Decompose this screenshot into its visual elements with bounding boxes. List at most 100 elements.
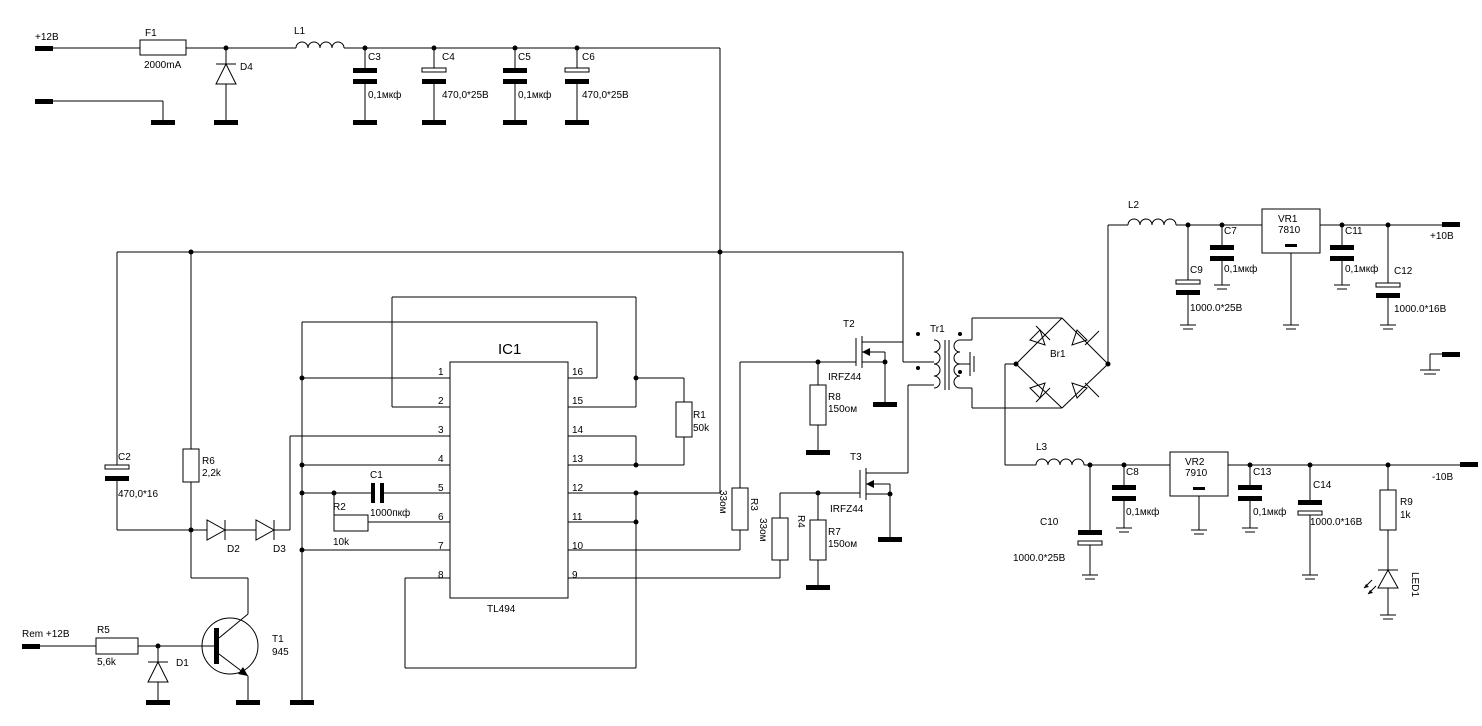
pin-4: 4 [438,454,444,465]
label-d3: D3 [273,544,286,555]
label-l1: L1 [294,26,306,37]
label-led1: LED1 [1409,572,1420,597]
diode-d4 [215,62,237,85]
label-c9: C9 [1190,265,1203,276]
resistor-r8 [809,384,827,426]
label-f1-val: 2000mA [144,60,182,71]
pin-6: 6 [438,512,444,523]
label-r3: R3 [748,498,759,511]
label-minus10: -10В [1432,472,1453,483]
label-rem: Rem +12В [22,629,70,640]
resistor-r7 [809,519,827,561]
capacitor-c1 [371,483,375,503]
capacitor-c5 [503,68,527,73]
label-c1: C1 [370,470,383,481]
label-r8-val: 150ом [828,404,857,415]
resistor-r9 [1379,489,1397,531]
pin-15: 15 [572,396,584,407]
capacitor-c12 [1375,282,1401,288]
label-r2-val: 10k [333,537,350,548]
diode-d1 [147,660,169,683]
ground-t2 [873,402,897,407]
label-vr1-type: 7810 [1278,225,1301,236]
label-r1: R1 [693,410,706,421]
capacitor-c14 [1298,500,1322,505]
diode-d3 [255,519,276,541]
label-c3-val: 0,1мкф [368,89,401,101]
label-c8: C8 [1126,467,1139,478]
label-c2-val: 470,0*16 [118,489,158,500]
label-c14: C14 [1313,480,1332,491]
capacitor-c11 [1330,245,1354,250]
label-r1-val: 50k [693,423,710,434]
label-c9-val: 1000.0*25В [1190,303,1243,314]
inductor-l3 [1035,458,1085,466]
label-r3-val: 33ом [717,490,728,514]
pin-3: 3 [438,425,444,436]
pin-7: 7 [438,541,444,552]
label-t3: T3 [850,452,862,463]
label-c11-val: 0,1мкф [1345,263,1378,275]
label-c4: C4 [442,52,455,63]
label-c10-val: 1000.0*25В [1013,553,1066,564]
label-c8-val: 0,1мкф [1126,506,1159,518]
label-tr1: Tr1 [930,324,945,335]
positive-output-section: L2 C9 1000.0*25В C7 0,1мкф VR1 7810 [1108,200,1460,375]
label-r4-val: 33ом [757,518,768,542]
label-c12: C12 [1394,266,1413,277]
pin-8: 8 [438,570,444,581]
terminal-rem [22,644,40,649]
pin-1: 1 [438,367,444,378]
pin-12: 12 [572,483,584,494]
capacitor-c7 [1210,245,1234,250]
label-c7-val: 0,1мкф [1224,263,1257,275]
label-r6: R6 [202,456,215,467]
pin-16: 16 [572,367,584,378]
label-c11: C11 [1345,226,1363,237]
label-d4: D4 [240,62,253,73]
capacitor-c3 [353,68,377,73]
label-t2: T2 [843,319,855,330]
resistor-r2 [333,514,369,532]
label-r5-val: 5,6k [97,657,117,668]
label-c4-val: 470,0*25В [442,90,489,101]
label-r9-val: 1k [1400,510,1412,521]
label-c14-val: 1000.0*16В [1310,517,1363,528]
pin-9: 9 [572,570,578,581]
resistor-r6 [182,448,200,483]
pin-11: 11 [572,512,583,523]
label-c13-val: 0,1мкф [1253,506,1286,518]
label-r8: R8 [828,392,841,403]
ic1-tl494 [449,361,569,599]
label-r2: R2 [333,502,346,513]
pin-13: 13 [572,454,584,465]
label-plus10: +10В [1430,231,1454,242]
capacitor-c10 [1078,530,1102,535]
label-ic1-type: TL494 [487,604,516,615]
resistor-r5 [95,637,139,655]
label-vr2-type: 7910 [1185,468,1208,479]
terminal-minus10 [1460,462,1478,467]
label-c6: C6 [582,52,595,63]
pin-5: 5 [438,483,444,494]
terminal-plus10 [1442,222,1460,227]
label-t3-type: IRFZ44 [830,504,864,515]
inductor-l1 [295,41,345,49]
label-f1: F1 [145,28,157,39]
label-d2: D2 [227,544,240,555]
capacitor-c2 [104,464,130,470]
led-led1 [1377,568,1399,589]
pin-14: 14 [572,425,584,436]
label-c2: C2 [118,452,131,463]
fuse-f1 [139,39,187,56]
label-br1: Br1 [1050,349,1066,360]
control-section: C2 470,0*16 R6 2,2k D2 D3 [22,249,909,705]
label-vr1: VR1 [1278,214,1298,225]
terminal-plus12 [35,46,53,51]
label-r4: R4 [795,515,806,528]
capacitor-c6 [564,67,590,73]
label-ic1: IC1 [498,341,521,358]
label-plus12: +12В [35,32,59,43]
label-c7: C7 [1224,226,1237,237]
